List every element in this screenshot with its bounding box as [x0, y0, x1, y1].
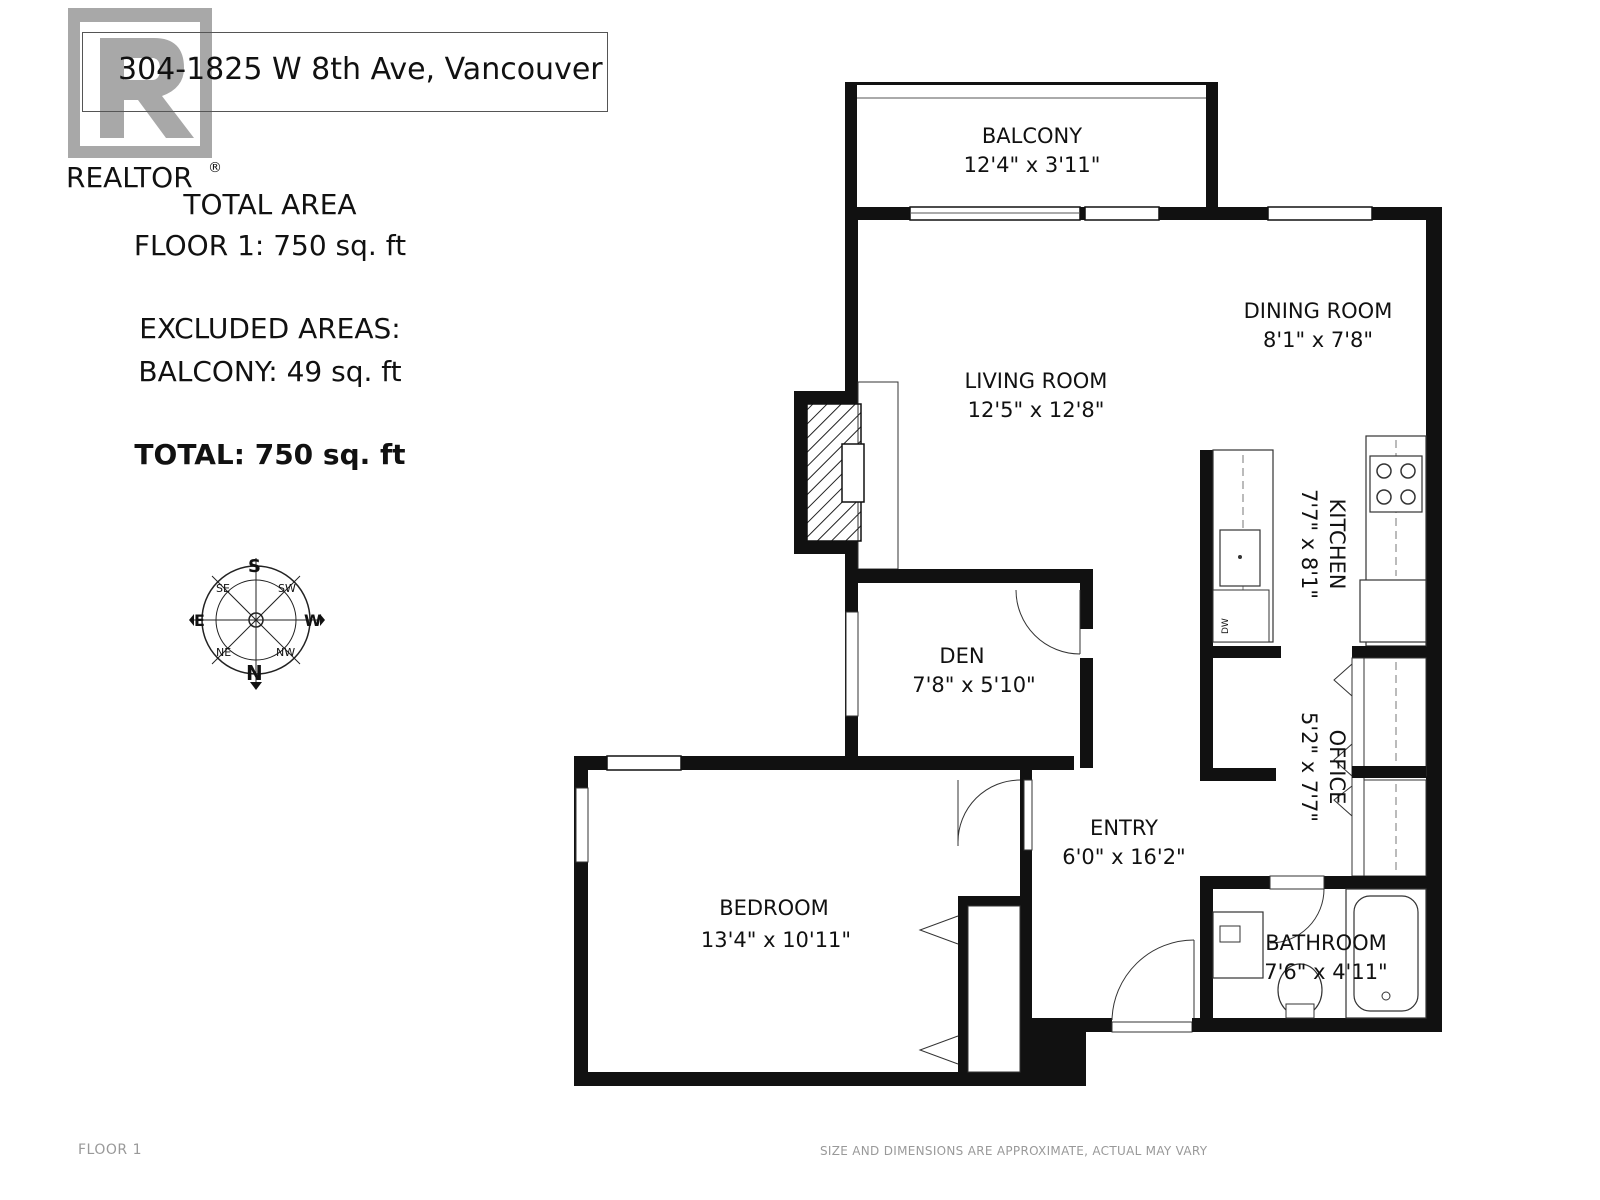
living-left-wall [794, 207, 899, 581]
address-title-box [82, 32, 608, 112]
registered-mark: ® [208, 160, 222, 176]
entry-walls [1032, 939, 1442, 1086]
compass-sw: SW [278, 582, 296, 595]
dishwasher-label: DW [1221, 618, 1231, 634]
footer-disclaimer: SIZE AND DIMENSIONS ARE APPROXIMATE, ACT… [820, 1144, 1208, 1158]
bathroom-walls [1200, 875, 1427, 1032]
realtor-logo-text: REALTOR [66, 161, 193, 194]
compass-w: W [304, 611, 322, 630]
kitchen-dims: 7'7" x 8'1" [1297, 489, 1321, 599]
exterior-right-wall [1426, 207, 1442, 1031]
bathroom-name: BATHROOM [1265, 931, 1387, 955]
realtor-logo: REALTOR ® [66, 8, 228, 194]
compass-se: SE [216, 582, 230, 595]
bedroom-walls [574, 755, 1086, 1086]
kitchen-name: KITCHEN [1325, 499, 1349, 590]
living-room-name: LIVING ROOM [965, 369, 1108, 393]
dining-room-name: DINING ROOM [1244, 299, 1393, 323]
office-name: OFFICE [1325, 730, 1349, 805]
floor-area: FLOOR 1: 750 sq. ft [133, 229, 407, 262]
balcony-walls [845, 82, 1218, 220]
office-dims: 5'2" x 7'7" [1297, 712, 1321, 822]
den-dims: 7'8" x 5'10" [912, 673, 1035, 697]
footer-floor-label: FLOOR 1 [78, 1142, 142, 1158]
balcony-dims: 12'4" x 3'11" [964, 153, 1101, 177]
address-title: 304-1825 W 8th Ave, Vancouver [118, 52, 603, 87]
compass-nw: NW [276, 646, 295, 659]
living-room-dims: 12'5" x 12'8" [968, 398, 1105, 422]
bedroom-name: BEDROOM [719, 896, 829, 920]
total-area-heading: TOTAL AREA [183, 188, 357, 221]
excluded-balcony: BALCONY: 49 sq. ft [138, 355, 402, 388]
compass-ne: NE [216, 646, 231, 659]
bedroom-dims: 13'4" x 10'11" [701, 928, 851, 952]
compass-s: S [248, 556, 261, 577]
kitchen-fixtures: DW [1200, 435, 1427, 780]
dining-room-dims: 8'1" x 7'8" [1263, 328, 1373, 352]
office-walls [1200, 657, 1427, 877]
entry-dims: 6'0" x 16'2" [1062, 845, 1185, 869]
den-walls [845, 569, 1093, 768]
compass-rose: S N E W SE SW NE NW [189, 556, 325, 690]
total-area: TOTAL: 750 sq. ft [134, 438, 406, 471]
balcony-name: BALCONY [982, 124, 1082, 148]
exterior-top-wall [845, 206, 1442, 221]
excluded-areas-heading: EXCLUDED AREAS: [139, 312, 401, 345]
entry-name: ENTRY [1090, 816, 1158, 840]
bathroom-dims: 7'6" x 4'11" [1264, 960, 1387, 984]
den-name: DEN [939, 644, 984, 668]
compass-n: N [246, 661, 263, 685]
compass-e: E [194, 611, 205, 630]
